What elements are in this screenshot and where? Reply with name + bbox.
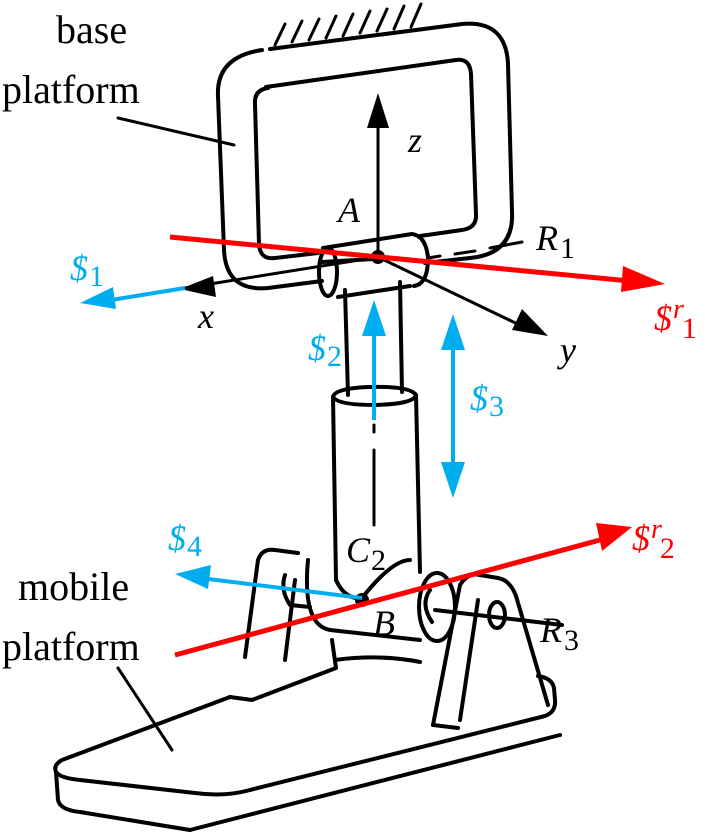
point-a-label: A [336, 190, 361, 230]
screw-1-label: $1 [70, 248, 104, 293]
ground-hatch [273, 2, 423, 47]
coordinate-axes [180, 93, 548, 336]
mobile-platform-label-1: mobile [18, 564, 129, 609]
z-axis-label: z [407, 120, 422, 160]
joint-r3 [243, 547, 564, 727]
z-arrowhead [367, 93, 389, 128]
base-platform-label-2: platform [2, 67, 140, 112]
joint-r3-label: R3 [539, 610, 579, 657]
screw-4-arrow [175, 565, 363, 600]
motion-screws [80, 286, 465, 600]
mobile-platform [53, 638, 562, 832]
screw-2-label: $2 [308, 328, 342, 373]
constraint-screw-1-arrow [169, 234, 665, 292]
x-arrowhead [180, 276, 216, 297]
base-platform-label-1: base [56, 7, 127, 52]
mobile-platform-label-2: platform [2, 624, 140, 669]
screw-3-arrow [441, 314, 465, 498]
prismatic-link [331, 280, 422, 582]
x-axis-label: x [197, 296, 214, 336]
screw-2-arrow [362, 300, 386, 420]
point-c2-label: C2 [346, 530, 386, 577]
y-axis-label: y [557, 330, 576, 370]
screw-4-label: $4 [168, 518, 202, 563]
x-axis-line [183, 255, 380, 290]
joint-r1-label: R1 [535, 218, 575, 265]
leader-lines [116, 116, 236, 752]
constraint-screw-2-arrow [174, 523, 632, 658]
point-b-label: B [373, 603, 395, 643]
y-axis-line [376, 255, 532, 332]
screw-1-arrow [80, 286, 186, 309]
screw-3-label: $3 [470, 378, 504, 423]
y-arrowhead [512, 309, 548, 336]
constraint-screws [169, 234, 665, 658]
base-platform [215, 21, 515, 291]
